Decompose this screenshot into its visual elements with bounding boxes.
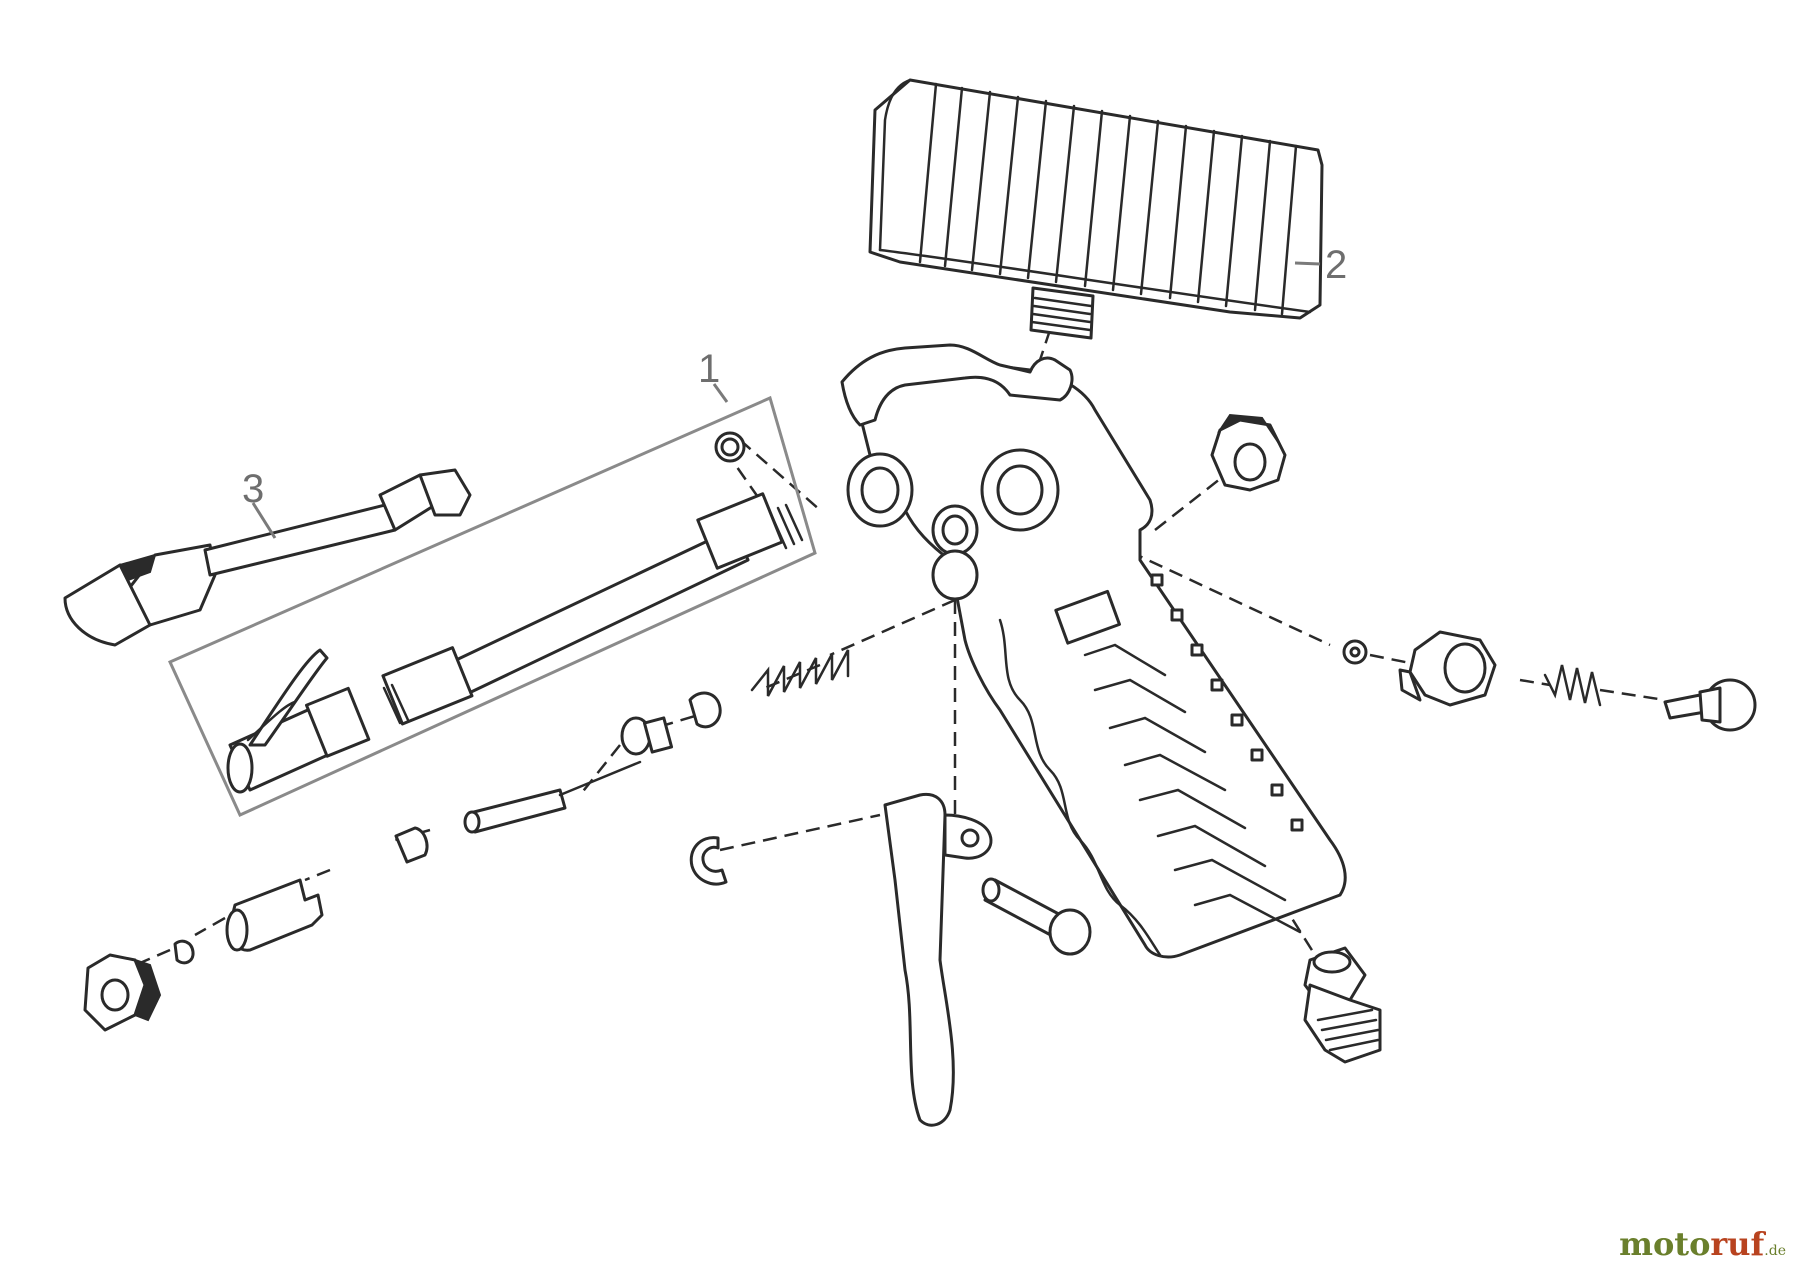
pressure-gauge xyxy=(868,78,1324,340)
trigger xyxy=(883,792,993,1127)
seal-ring xyxy=(394,826,429,864)
spring-right xyxy=(1543,664,1602,707)
spring-left xyxy=(750,649,850,697)
gun-body xyxy=(840,343,1347,959)
callout-1: 1 xyxy=(698,347,729,403)
assembly-lines xyxy=(139,329,1666,965)
watermark-part-3: .de xyxy=(1764,1243,1786,1259)
blow-nozzle xyxy=(63,468,472,647)
watermark-part-2: ruf xyxy=(1710,1225,1765,1263)
threaded-fitting-bottom xyxy=(1303,946,1382,1064)
valve-stem xyxy=(463,716,674,834)
hex-nut-left xyxy=(83,953,162,1032)
valve-seat xyxy=(1398,630,1497,707)
callout-label-2: 2 xyxy=(1325,243,1347,287)
o-ring-right xyxy=(1342,639,1368,665)
washer-small xyxy=(688,691,722,729)
callout-label-3: 3 xyxy=(242,467,264,511)
hex-plug-top xyxy=(1210,413,1287,492)
air-chuck-kit xyxy=(168,395,817,817)
valve-button xyxy=(1663,678,1757,732)
watermark-logo: motoruf.de xyxy=(1619,1228,1786,1260)
trigger-pin xyxy=(981,877,1092,956)
callout-3: 3 xyxy=(242,467,277,539)
watermark-part-1: moto xyxy=(1619,1225,1711,1263)
small-washer xyxy=(173,939,195,965)
callout-2: 2 xyxy=(1294,243,1347,287)
e-clip xyxy=(689,836,728,886)
valve-sleeve xyxy=(225,878,324,952)
callout-label-1: 1 xyxy=(698,347,720,391)
